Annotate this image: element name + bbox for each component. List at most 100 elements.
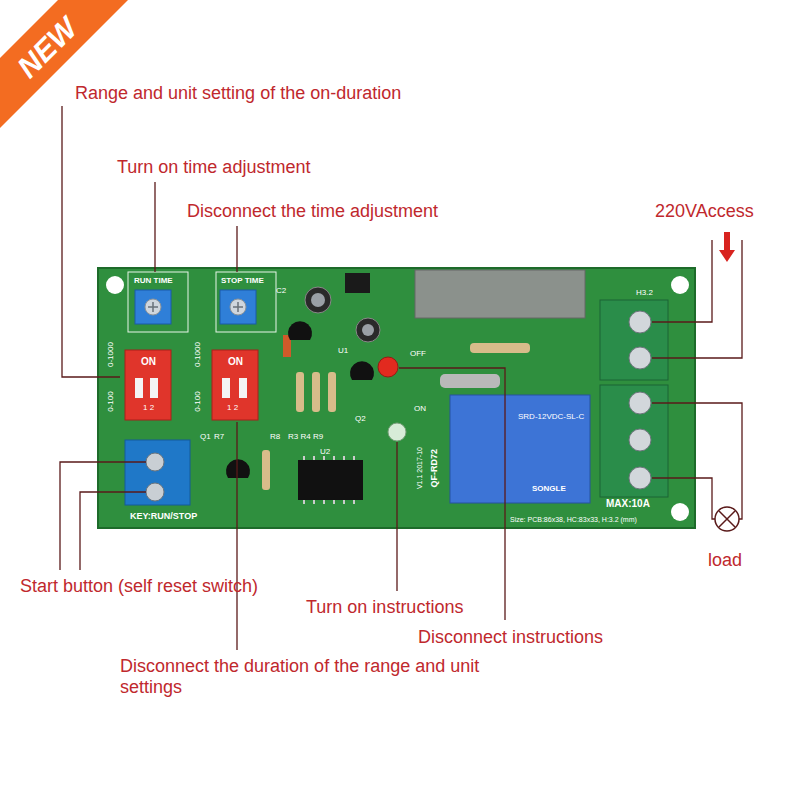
terminal-block: [125, 440, 190, 505]
banner-band: [0, 0, 128, 128]
leader-line: [236, 422, 237, 650]
power-resistor: [440, 374, 500, 388]
leader-line: [396, 442, 397, 591]
resistor: [296, 372, 304, 412]
callout-text: Disconnect the time adjustment: [187, 201, 438, 222]
switch-label: ON: [141, 356, 156, 368]
silkscreen-label: 0-1000: [105, 343, 114, 368]
leader-line: [236, 226, 237, 272]
capacitor-top: [311, 293, 325, 307]
callout-text: load: [708, 550, 742, 571]
resistor: [312, 372, 320, 412]
callout-text: 220VAccess: [655, 201, 754, 222]
leader-line: [399, 368, 505, 620]
terminal-screw: [146, 483, 164, 501]
trimmer-pot: [220, 290, 256, 324]
trimmer-pot: [135, 290, 171, 324]
regulator-chip: [345, 273, 370, 293]
screw-terminal: [600, 385, 668, 497]
power-module: [415, 270, 585, 318]
part-designator: R3 R4 R9: [288, 432, 323, 441]
pot-screw: [230, 299, 246, 315]
corner-banner: NEW: [0, 0, 140, 140]
dip-lever: [135, 378, 143, 398]
part-designator: C2: [276, 286, 286, 295]
pot-slot: [148, 302, 158, 312]
leader-line: [62, 106, 120, 377]
transistor: [226, 459, 250, 478]
board-model: QF-RD72: [429, 449, 439, 488]
resistor: [262, 450, 270, 490]
switch-label: 1 2: [227, 403, 238, 412]
resistor: [328, 372, 336, 412]
capacitor: [305, 287, 331, 313]
dip-switch: [125, 350, 171, 420]
part-designator: R8: [270, 432, 280, 441]
screw-terminal: [600, 300, 668, 380]
callout-text: Range and unit setting of the on-duratio…: [75, 83, 401, 104]
load-wire: [652, 478, 715, 519]
switch-label: ON: [228, 356, 243, 368]
dip-lever: [222, 378, 230, 398]
transistor: [350, 361, 374, 380]
relay: [450, 395, 590, 503]
dip-switch: [212, 350, 258, 420]
silkscreen-label: H3.2: [636, 288, 653, 297]
silkscreen-label: KEY:RUN/STOP: [130, 511, 197, 521]
part-designator: Q2: [355, 414, 366, 423]
silkscreen-label: OFF: [410, 349, 426, 358]
mount-hole: [671, 503, 689, 521]
pot-slot: [233, 302, 243, 312]
transistor: [288, 321, 312, 340]
input-arrow: [719, 232, 735, 262]
callout-text: Turn on time adjustment: [117, 157, 310, 178]
relay-model: SRD-12VDC-SL-C: [518, 412, 584, 421]
mount-hole: [671, 276, 689, 294]
ic-pins: [304, 456, 354, 504]
part-designator: U1: [338, 346, 348, 355]
silkscreen-label: ON: [414, 404, 426, 413]
callout-text: Start button (self reset switch): [20, 576, 258, 597]
size-label: Size: PCB:86x38, HC:83x33, H:3.2 (mm): [510, 516, 637, 524]
load-wire: [652, 403, 742, 519]
terminal-screw: [629, 347, 651, 369]
leader-line: [154, 182, 155, 272]
capacitor-top: [362, 324, 374, 336]
part-designator: R7: [214, 432, 224, 441]
capacitor: [356, 318, 380, 342]
part-designator: U2: [320, 447, 330, 456]
terminal-screw: [629, 429, 651, 451]
leader-line: [80, 492, 146, 570]
terminal-screw: [629, 392, 651, 414]
dip-lever: [150, 378, 158, 398]
red-led: [378, 357, 398, 377]
silkscreen-frame: [216, 272, 276, 332]
silkscreen-label: 0-100: [105, 392, 114, 412]
terminal-screw: [629, 311, 651, 333]
rating-label: MAX:10A: [606, 498, 650, 510]
leader-line: [652, 240, 712, 322]
callout-text: Disconnect the duration of the range and…: [120, 656, 480, 697]
silkscreen-label: 0-1000: [192, 343, 201, 368]
load-lamp-symbol: [715, 507, 739, 531]
callout-text: Disconnect instructions: [418, 627, 603, 648]
part-designator: Q1: [200, 432, 211, 441]
terminal-screw: [146, 453, 164, 471]
callout-text: Turn on instructions: [306, 597, 463, 618]
mount-hole: [106, 276, 124, 294]
resistor: [470, 343, 530, 353]
pot-screw: [145, 299, 161, 315]
switch-label: 1 2: [143, 403, 154, 412]
dip-lever: [239, 378, 247, 398]
silkscreen-frame: [128, 272, 188, 332]
silkscreen-label: STOP TIME: [221, 276, 264, 285]
silkscreen-label: RUN TIME: [134, 276, 173, 285]
silkscreen-label: 0-100: [192, 392, 201, 412]
terminal-screw: [629, 467, 651, 489]
clear-led: [388, 423, 406, 441]
board-version: V1.1 2017-10: [416, 447, 424, 489]
relay-brand: SONGLE: [532, 484, 566, 493]
load-lamp-cross: [719, 511, 735, 527]
ic-chip: [298, 460, 363, 500]
